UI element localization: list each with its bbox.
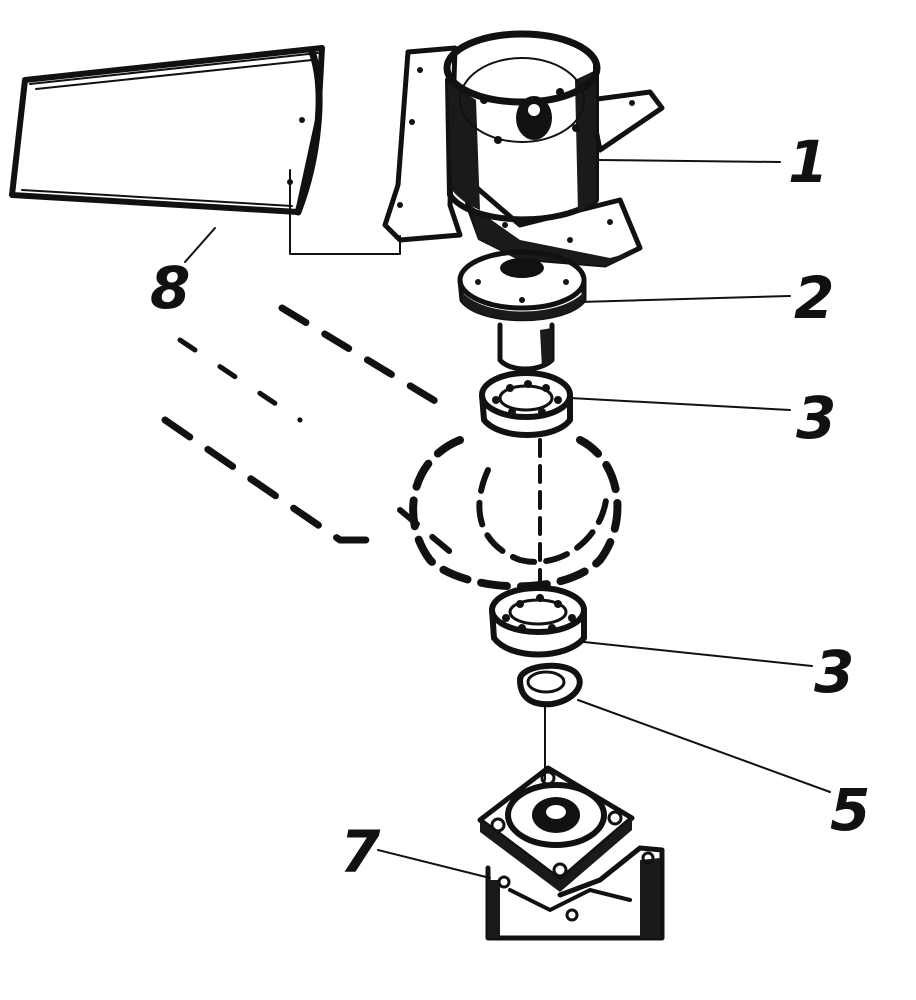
part-3-bearing-upper	[479, 370, 573, 438]
part-8-blade	[9, 45, 325, 216]
phantom-hub	[409, 436, 622, 602]
projection-dash-lines	[161, 304, 463, 563]
callout-5: 5	[830, 776, 870, 844]
leader-lines	[184, 159, 831, 879]
callout-2: 2	[794, 264, 834, 332]
callout-7: 7	[340, 818, 381, 886]
callout-8: 8	[150, 254, 190, 322]
part-3-bearing-lower	[489, 585, 587, 658]
callout-1: 1	[788, 128, 828, 196]
part-2-flange-shaft	[457, 249, 587, 372]
part-5-retaining-ring	[517, 662, 583, 708]
callout-3-upper: 3	[796, 384, 836, 452]
blade-alignment-line	[289, 169, 401, 255]
part-1-housing	[382, 30, 665, 268]
callout-3-lower: 3	[814, 638, 854, 706]
part-7-base-bracket	[477, 765, 665, 941]
